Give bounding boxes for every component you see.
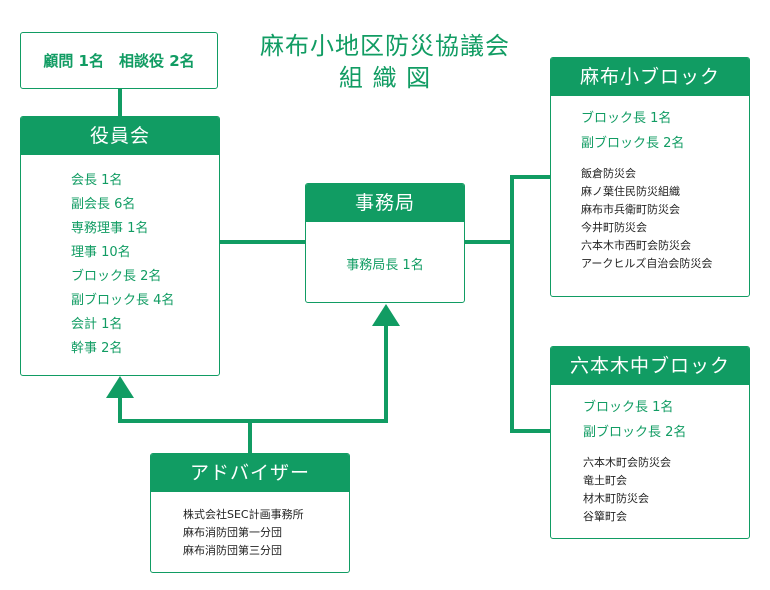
officers-box: 役員会 会長 1名 副会長 6名 専務理事 1名 理事 10名 ブロック長 2名… (20, 116, 220, 376)
arrow-up-icon-secretariat (372, 304, 400, 326)
secretariat-box: 事務局 事務局長 1名 (305, 183, 465, 303)
block-member-association: 飯倉防災会 (581, 167, 636, 180)
block-leader-role: ブロック長 1名 (583, 400, 674, 415)
block-member-association: 六本木市西町会防災会 (581, 239, 691, 252)
connector-arrow-right-shaft (384, 325, 388, 422)
adviser-organization: 麻布消防団第三分団 (183, 544, 282, 557)
advisers-header: アドバイザー (151, 454, 349, 492)
block-member-association: 竜土町会 (583, 474, 627, 487)
advisors-text: 顧問 1名 相談役 2名 (43, 52, 195, 70)
block-member-association: 今井町防災会 (581, 221, 647, 234)
officer-role: 会長 1名 (71, 173, 123, 188)
azabu-block-box: 麻布小ブロック ブロック長 1名 副ブロック長 2名 飯倉防災会 麻ノ葉住民防災… (550, 57, 750, 297)
connector-trunk-vertical (510, 175, 514, 433)
block-member-association: 麻ノ葉住民防災組織 (581, 185, 680, 198)
adviser-organization: 株式会社SEC計画事務所 (183, 508, 304, 521)
page-title: 麻布小地区防災協議会 組 織 図 (230, 30, 540, 94)
officer-role: 専務理事 1名 (71, 221, 149, 236)
arrow-up-icon-officers (106, 376, 134, 398)
adviser-organization: 麻布消防団第一分団 (183, 526, 282, 539)
roppongi-block-header: 六本木中ブロック (551, 347, 749, 385)
block-member-association: アークヒルズ自治会防災会 (581, 257, 713, 270)
title-line-1: 麻布小地区防災協議会 (260, 32, 510, 60)
block-member-association: 材木町防災会 (583, 492, 649, 505)
secretariat-role: 事務局長 1名 (346, 258, 424, 273)
officer-role: ブロック長 2名 (71, 269, 162, 284)
connector-to-roppongi-block (510, 429, 552, 433)
advisors-box: 顧問 1名 相談役 2名 (20, 32, 218, 89)
connector-adviser-horizontal (118, 419, 388, 423)
officer-role: 副ブロック長 4名 (71, 293, 175, 308)
connector-arrow-left-shaft (118, 396, 122, 422)
roppongi-block-box: 六本木中ブロック ブロック長 1名 副ブロック長 2名 六本木町会防災会 竜土町… (550, 346, 750, 539)
officer-role: 理事 10名 (71, 245, 131, 260)
title-line-2: 組 織 図 (338, 64, 432, 92)
connector-secretariat-trunk (464, 240, 512, 244)
advisers-box: アドバイザー 株式会社SEC計画事務所 麻布消防団第一分団 麻布消防団第三分団 (150, 453, 350, 573)
block-member-association: 麻布市兵衛町防災会 (581, 203, 680, 216)
secretariat-header: 事務局 (306, 184, 464, 222)
officers-header: 役員会 (21, 117, 219, 155)
connector-to-azabu-block (510, 175, 552, 179)
block-member-association: 谷簞町会 (583, 510, 627, 523)
block-leader-role: 副ブロック長 2名 (583, 425, 687, 440)
officer-role: 幹事 2名 (71, 341, 123, 356)
block-member-association: 六本木町会防災会 (583, 456, 671, 469)
officer-role: 会計 1名 (71, 317, 123, 332)
azabu-block-header: 麻布小ブロック (551, 58, 749, 96)
officer-role: 副会長 6名 (71, 197, 136, 212)
block-leader-role: 副ブロック長 2名 (581, 136, 685, 151)
connector-adviser-stem (248, 419, 252, 455)
block-leader-role: ブロック長 1名 (581, 111, 672, 126)
connector-officers-secretariat (219, 240, 306, 244)
connector-advisors-officers (118, 88, 122, 118)
